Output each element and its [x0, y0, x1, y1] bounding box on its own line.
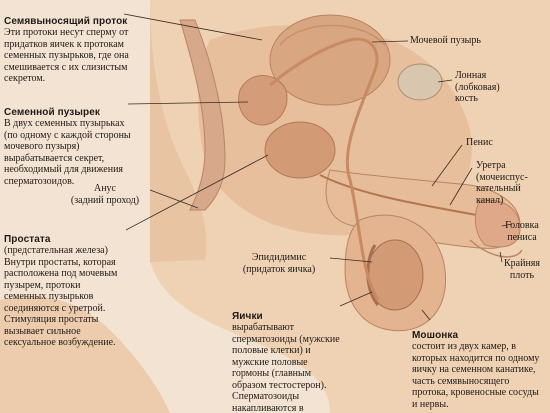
anus-label: Анус (задний проход) [70, 183, 140, 206]
prostate-title: Простата [4, 233, 51, 245]
leader-foreskin [499, 251, 503, 263]
penis-label: Пенис [466, 137, 493, 148]
bladder-shape [269, 14, 391, 106]
vas-deferens-title: Семявыносящий проток [4, 15, 128, 27]
urethra-label: Уретра (мочеиспус- кательный канал) [476, 160, 528, 206]
vas-deferens-label: Семявыносящий проток Эти протоки несут с… [4, 4, 132, 85]
foreskin-label: Крайняя плоть [503, 258, 540, 281]
thigh-shape [0, 296, 170, 413]
vas-deferens-path [269, 37, 380, 301]
pubic-bone-label: Лонная (лобковая) кость [455, 70, 500, 104]
leader-scrotum [421, 309, 431, 321]
seminal-vesicle-text: В двух семенных пузырьках (по одному с к… [4, 118, 131, 187]
seminal-vesicle-shape [238, 75, 288, 126]
scrotum-title: Мошонка [412, 329, 459, 341]
leader-bladder [371, 40, 409, 43]
glans-label: Головка пениса [505, 220, 539, 243]
leader-pubic [437, 79, 453, 83]
leader-epididymis [329, 257, 373, 263]
leader-glans [501, 223, 513, 227]
epididymis-label: Эпидидимис (придаток яичка) [242, 252, 316, 275]
rectum-shape [179, 19, 226, 211]
testes-title: Яички [232, 310, 263, 322]
scrotum-label: Мошонка состоит из двух камер, в которых… [412, 318, 542, 410]
leader-seminal [127, 101, 249, 105]
prostate-label: Простата (предстательная железа) Внутри … [4, 222, 124, 349]
leader-penis [431, 144, 463, 187]
testes-label: Яички вырабатывают сперматозоиды (мужски… [232, 299, 342, 413]
seminal-vesicle-title: Семенной пузырек [4, 106, 100, 118]
prostate-shape [264, 121, 336, 179]
vas-deferens-text: Эти протоки несут сперму от придатков яи… [4, 27, 129, 84]
bladder-wall [279, 24, 386, 46]
testes-text: вырабатывают сперматозоиды (мужские поло… [232, 322, 340, 413]
leader-prostate [125, 154, 269, 231]
leader-urethra [449, 167, 473, 206]
leader-vas [123, 13, 263, 41]
prostate-text: (предстательная железа) Внутри простаты,… [4, 245, 118, 348]
leader-anus [149, 189, 199, 209]
glans-shape [474, 199, 521, 248]
seminal-vesicle-label: Семенной пузырек В двух семенных пузырьк… [4, 95, 134, 187]
bladder-label: Мочевой пузырь [410, 35, 481, 46]
scrotum-text: состоит из двух камер, в которых находит… [412, 341, 540, 410]
leader-testes [339, 291, 373, 307]
buttock-shape [150, 0, 207, 262]
pubic-bone-shape [397, 63, 443, 101]
